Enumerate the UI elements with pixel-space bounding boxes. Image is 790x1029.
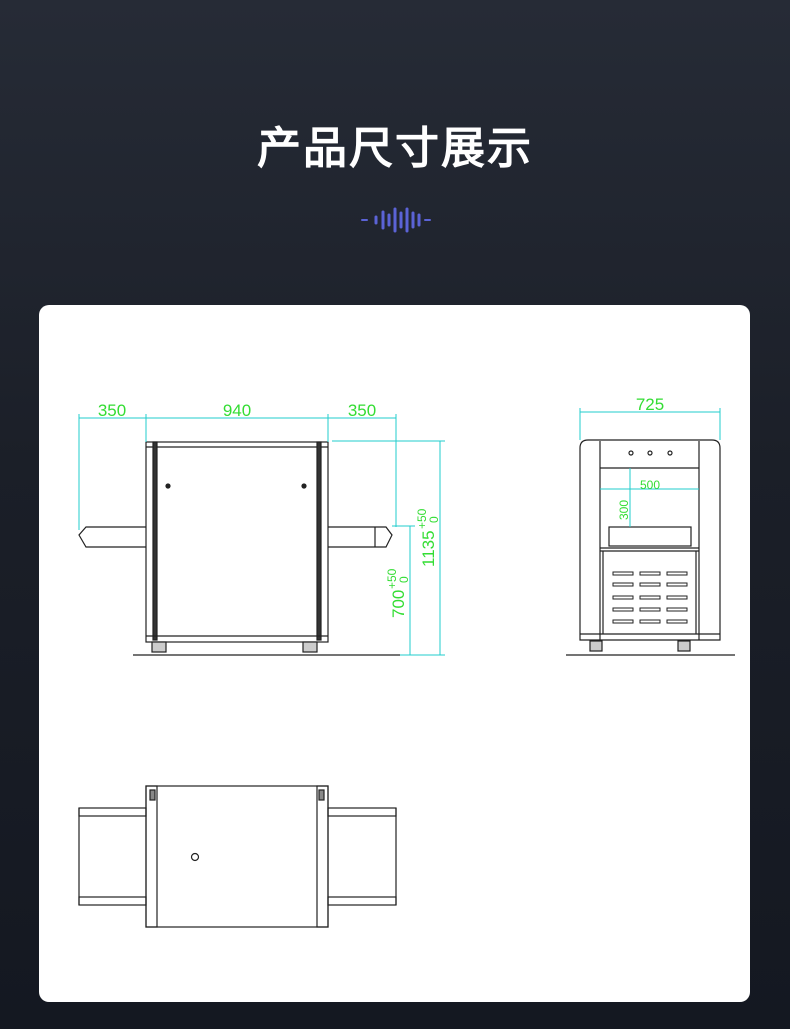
dim-tunnel-width: 500 (640, 478, 660, 492)
dim-front-width: 725 (636, 395, 664, 414)
page-title: 产品尺寸展示 (257, 123, 533, 174)
front-view (566, 439, 735, 656)
dim-left-conveyor: 350 (98, 401, 126, 420)
dim-body-width: 940 (223, 401, 251, 420)
dim-conveyor-height-tol-lower: 0 (397, 576, 411, 583)
dim-total-height: 1135 (419, 530, 438, 567)
sound-wave-icon (361, 207, 431, 233)
dim-conveyor-height-tol-upper: +50 (385, 568, 399, 589)
dim-tunnel-height: 300 (617, 500, 631, 520)
top-view (78, 785, 397, 928)
dim-total-height-tol-lower: 0 (427, 516, 441, 523)
dimension-drawing: 350 940 350 1135 +50 0 700 +50 0 725 (78, 395, 735, 928)
side-view (78, 441, 400, 656)
dimension-drawing-card: 350 940 350 1135 +50 0 700 +50 0 725 (39, 305, 750, 1002)
dim-total-height-tol-upper: +50 (415, 508, 429, 529)
dim-conveyor-height: 700 (389, 590, 408, 618)
dim-right-conveyor: 350 (348, 401, 376, 420)
